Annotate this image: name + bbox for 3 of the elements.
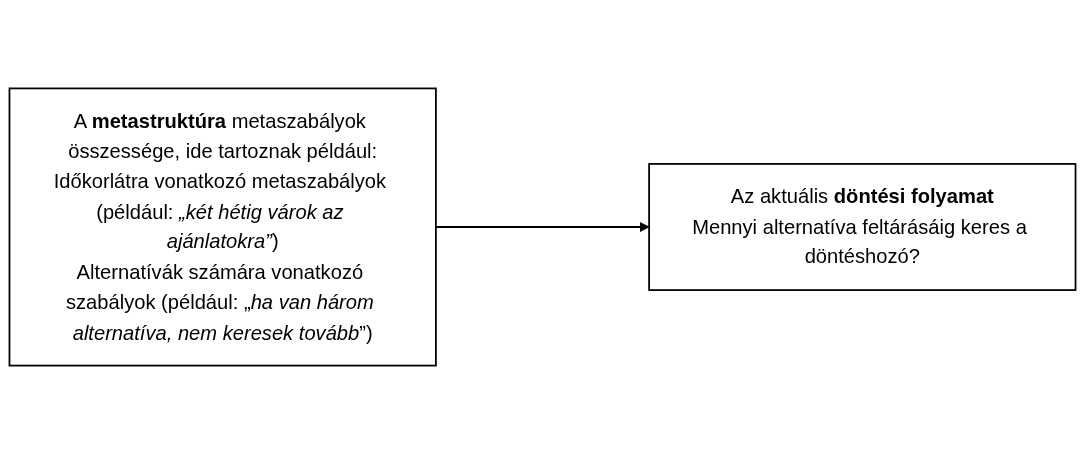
node-box: A metastruktúra metaszabályok összessége, ide tartoznak például: Időkorlátra vonatkozó metaszabályok (például: „két hétig várok az ajánlatokra”) Alternatívák számára vonatkozó szabályok (például: „ha van három alternatíva, nem keresek tovább”) xyxy=(8,87,437,367)
node-box: Az aktuális döntési folyamat Mennyi alternatíva feltárásáig keres a döntéshozó? xyxy=(648,163,1077,291)
arrow xyxy=(435,221,650,233)
